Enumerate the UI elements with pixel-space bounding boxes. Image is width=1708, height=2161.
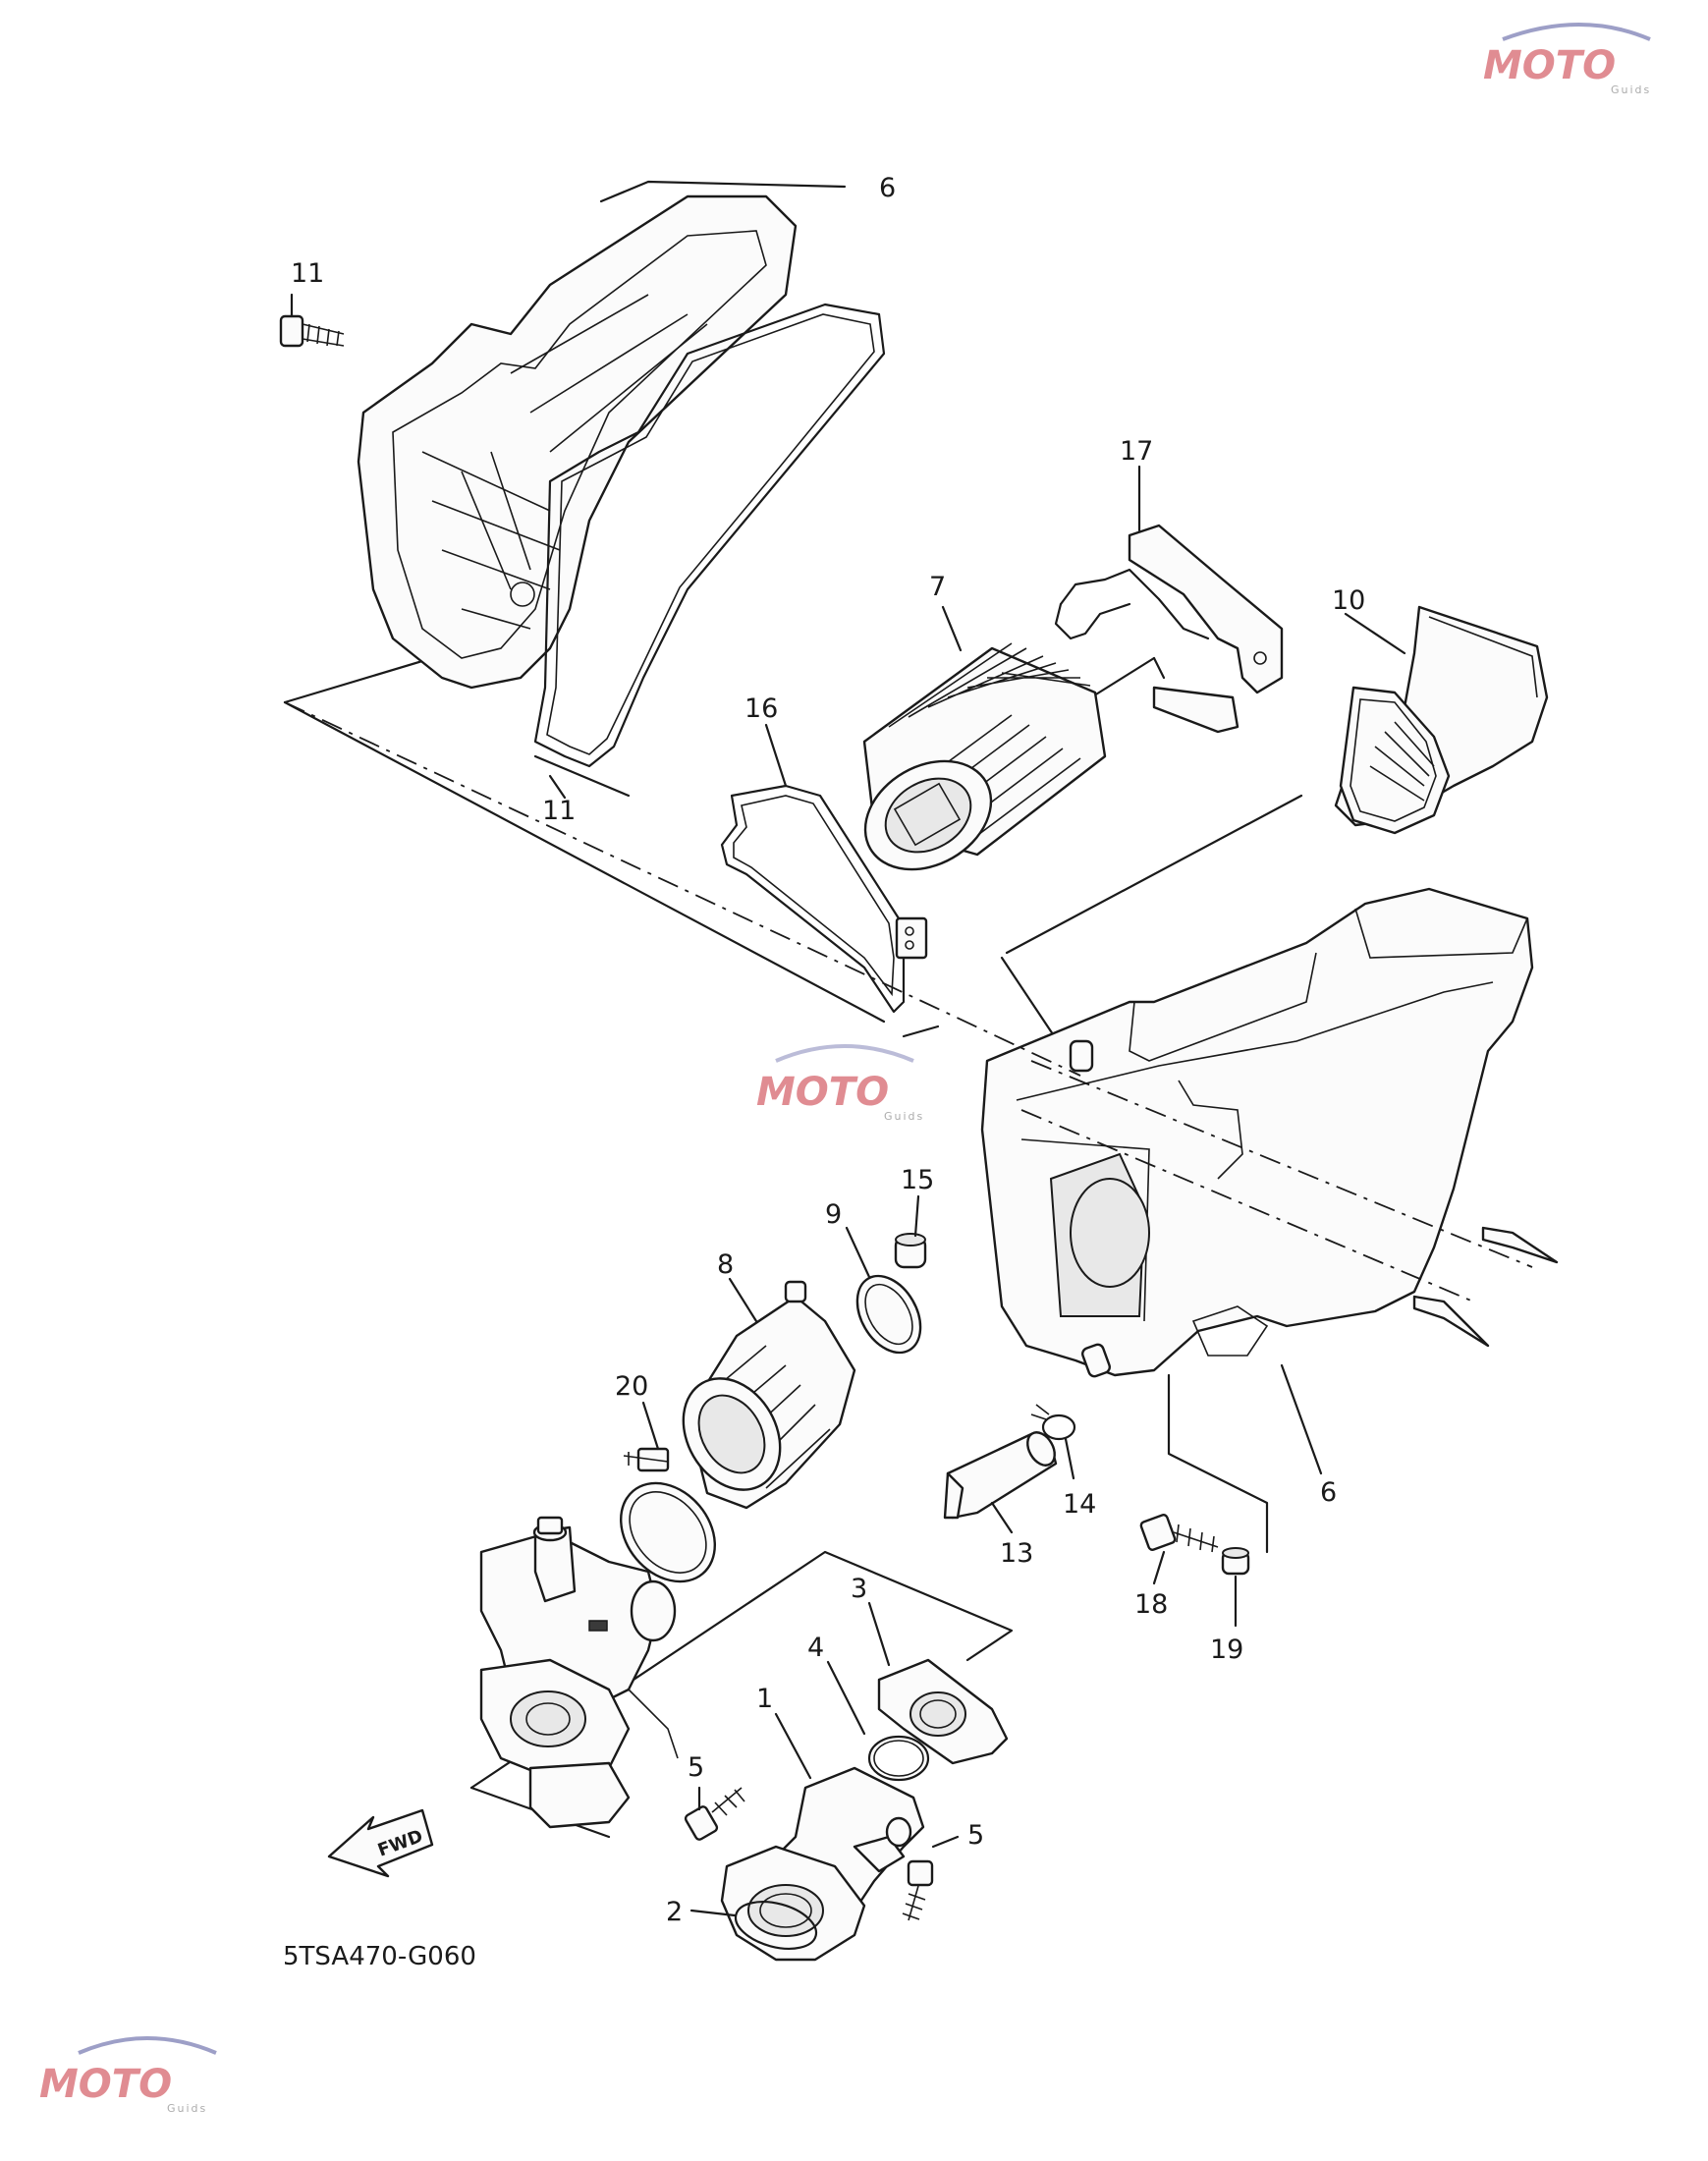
callout-4: 4 — [807, 1633, 824, 1663]
part-9-intake-joint: 8 — [682, 1249, 856, 1510]
callout-14: 13 — [1000, 1538, 1033, 1569]
carburetor-assembly — [479, 1516, 679, 1829]
watermark-sub: Guids — [884, 1110, 924, 1123]
watermark-brand: MOTO — [1483, 43, 1616, 88]
part-5-bolt-left: 5 — [684, 1752, 745, 1841]
part-15-clip: 14 — [1030, 1404, 1096, 1520]
callout-10: 9 — [825, 1199, 842, 1230]
part-17-gasket: 16 — [720, 693, 928, 1014]
watermark-brand: MOTO — [39, 2062, 172, 2107]
callout-8: 7 — [929, 572, 946, 602]
callout-20: 19 — [1210, 1635, 1243, 1665]
part-8-air-filter: 7 — [862, 572, 1107, 871]
callout-1: 1 — [756, 1684, 773, 1714]
part-3-insulator: 3 — [851, 1574, 1009, 1765]
callout-9: 8 — [717, 1249, 734, 1280]
watermark-bottom-left: MOTO Guids — [39, 2036, 217, 2115]
part-1-manifold: 1 — [720, 1684, 925, 1962]
part-13-screw: 11 — [279, 258, 345, 348]
diagram-code: 5TSA470-G060 — [283, 1942, 476, 1971]
callout-5b: 5 — [967, 1820, 984, 1851]
callout-13: 11 — [291, 258, 324, 289]
part-10-clamp-ring: 9 — [825, 1199, 922, 1355]
callout-3: 3 — [851, 1574, 867, 1604]
watermark-brand: MOTO — [756, 1070, 889, 1115]
callout-7: 6 — [879, 173, 896, 203]
callout-12: 11 — [542, 796, 576, 826]
callout-6: 6 — [1320, 1477, 1337, 1508]
callout-18: 17 — [1120, 436, 1153, 467]
part-14-drain-tube: 13 — [943, 1431, 1058, 1569]
callout-2: 2 — [666, 1897, 683, 1927]
callout-15: 14 — [1063, 1489, 1096, 1520]
centerlines — [284, 701, 1533, 1302]
watermark-sub: Guids — [1611, 83, 1651, 96]
part-7-airbox-cover: 6 — [357, 173, 896, 690]
part-2-o-ring: 2 — [666, 1897, 818, 1950]
watermark-sub: Guids — [167, 2102, 207, 2115]
part-12-cover-seal: 11 — [533, 303, 886, 826]
watermark-top-right: MOTO Guids — [1483, 23, 1651, 96]
callout-16: 15 — [901, 1165, 934, 1195]
part-20-collar: 19 — [1210, 1547, 1250, 1665]
rivets — [1412, 1226, 1559, 1348]
part-6-airbox-body: 6 — [980, 887, 1534, 1508]
part-5-bolt-right: 5 — [902, 1820, 984, 1921]
part-19-bolt: 18 — [1134, 1514, 1219, 1620]
callout-11: 10 — [1332, 585, 1365, 616]
callout-5a: 5 — [688, 1752, 704, 1783]
part-4-o-ring: 4 — [807, 1633, 930, 1782]
part-21-hose-clamp: 20 — [615, 1371, 717, 1583]
watermark-center: MOTO Guids — [756, 1044, 924, 1123]
part-11-intake-duct: 10 — [1332, 585, 1549, 835]
part-18-bracket: 17 — [1054, 436, 1284, 734]
forward-direction-arrow: FWD — [327, 1808, 434, 1878]
callout-21: 20 — [615, 1371, 648, 1402]
part-16-collar: 15 — [894, 1165, 934, 1269]
callout-17: 16 — [744, 693, 778, 724]
callout-19: 18 — [1134, 1589, 1168, 1620]
